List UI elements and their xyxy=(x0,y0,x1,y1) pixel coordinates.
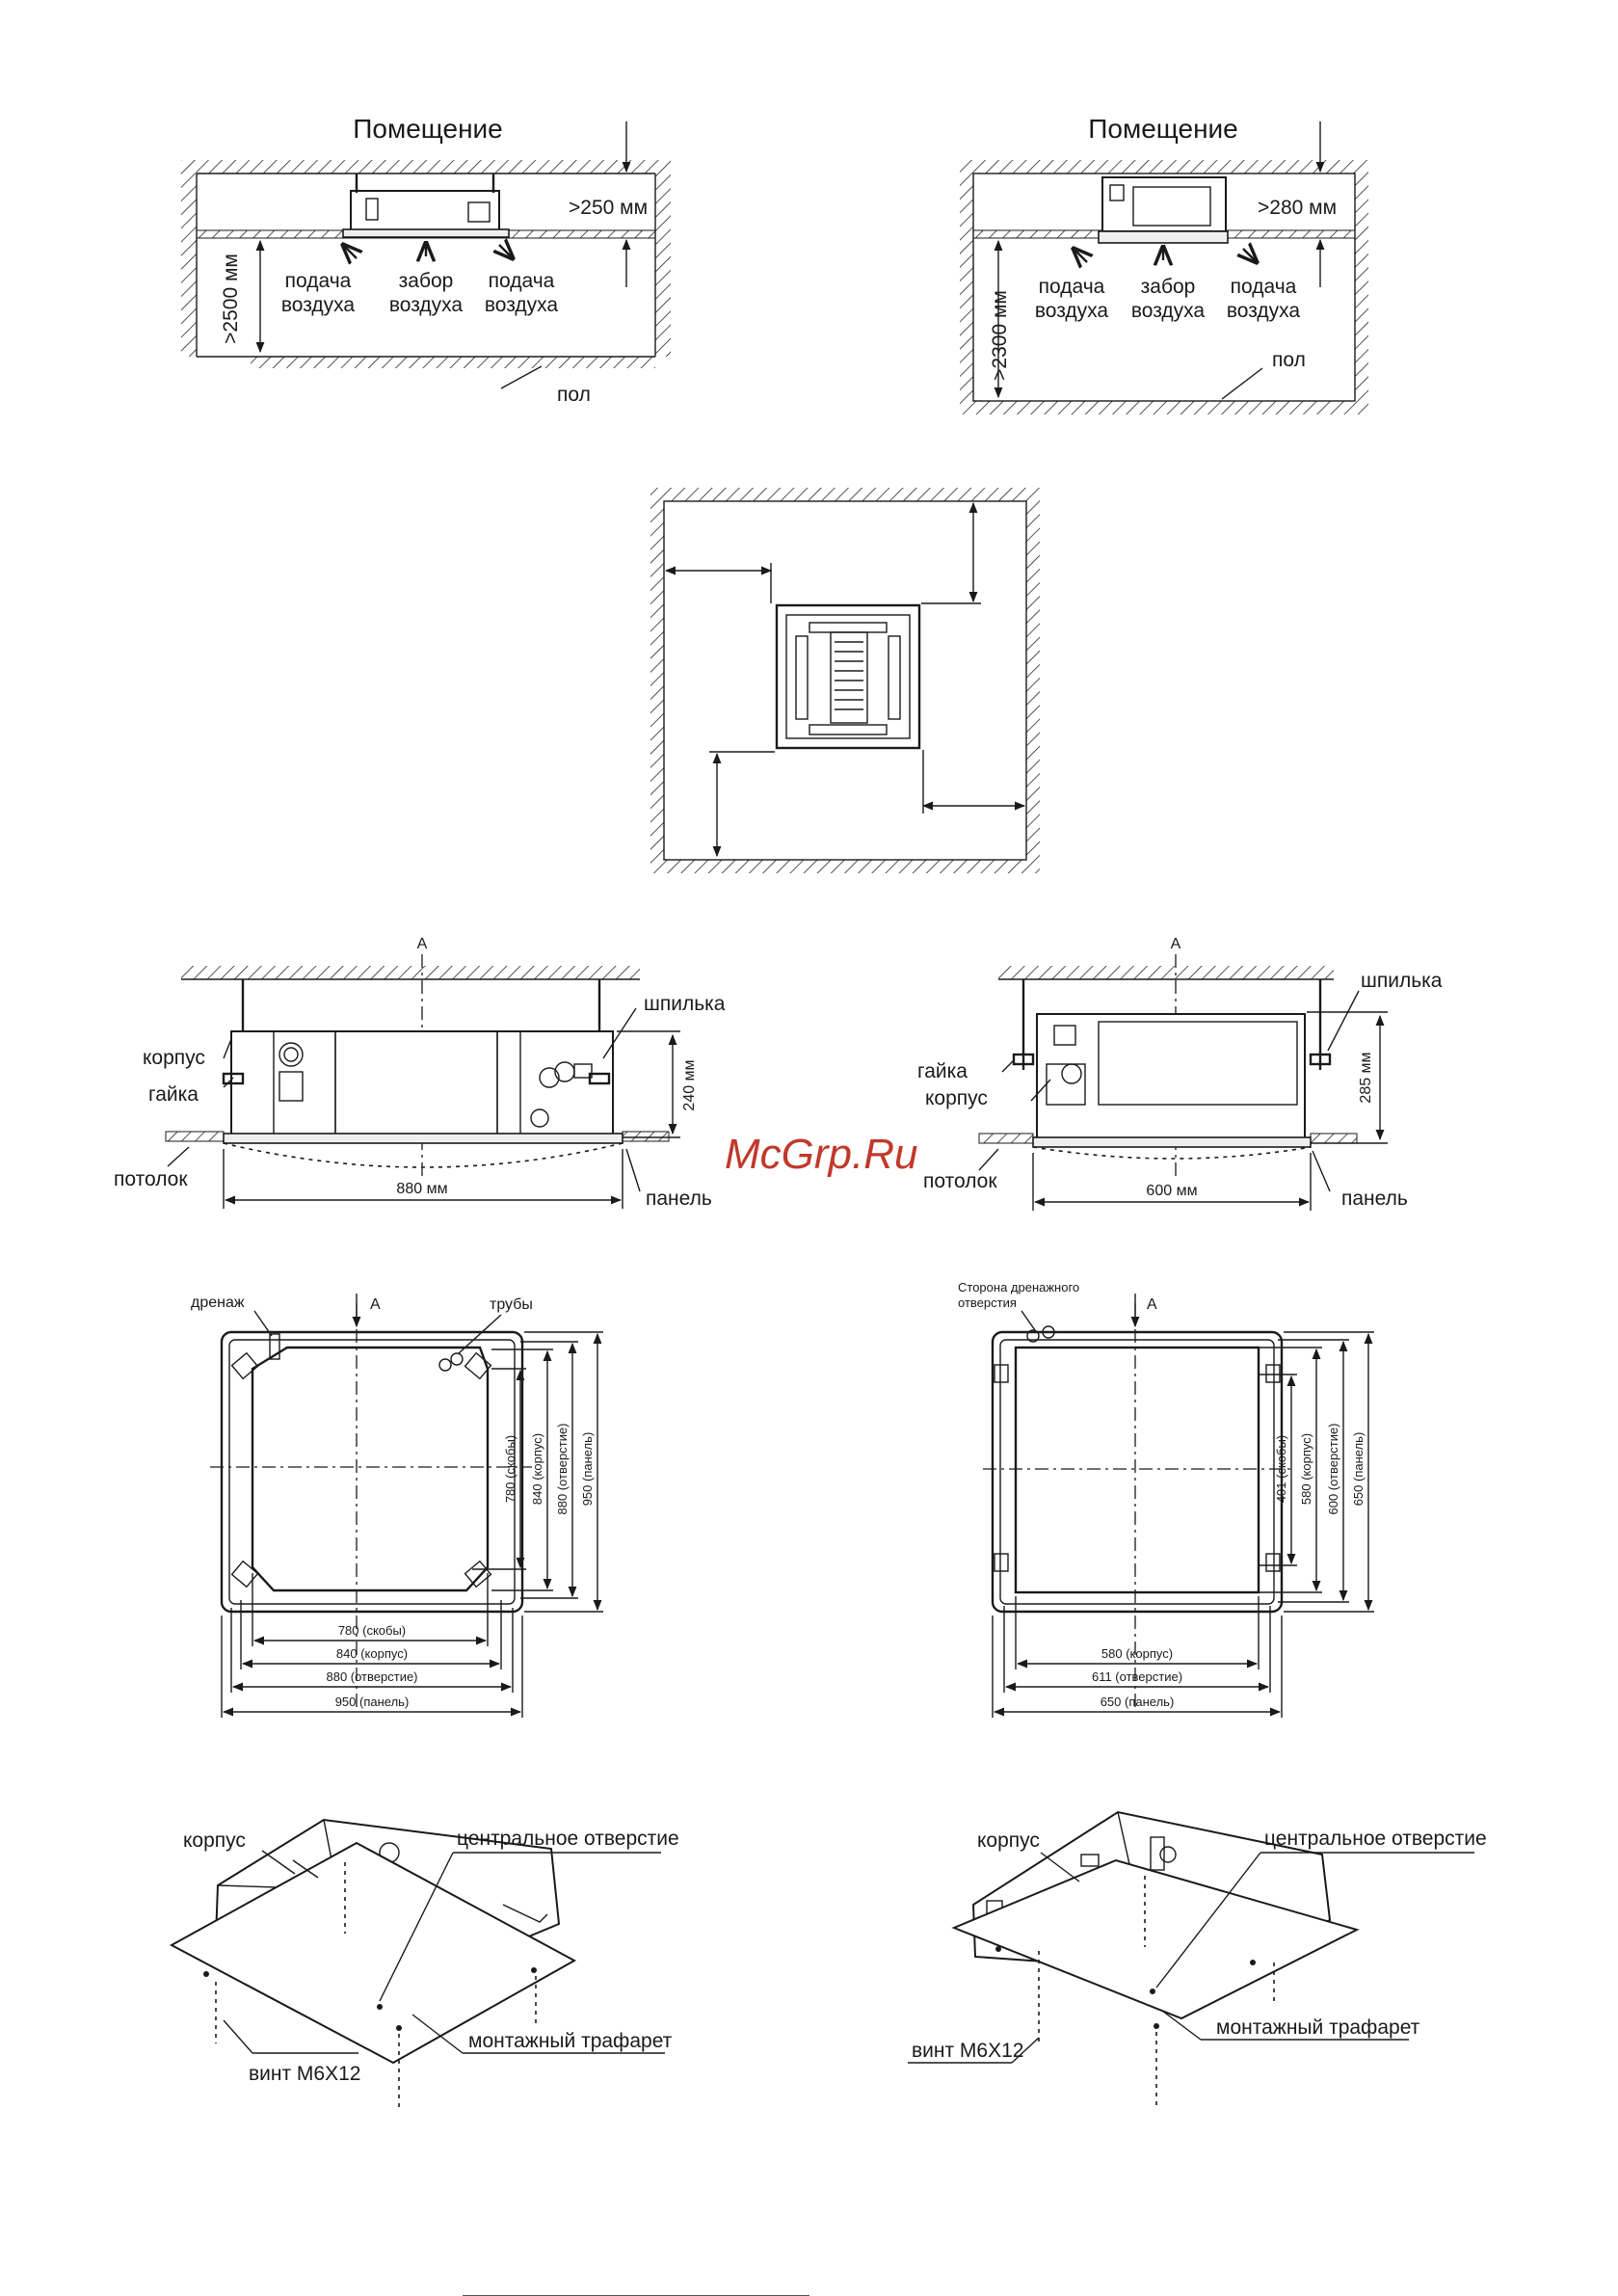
template-iso xyxy=(169,1841,577,2065)
housing-label: корпус xyxy=(925,1087,988,1109)
dim-v-0: 401 (скобы) xyxy=(1274,1435,1288,1503)
plan-clearance-view xyxy=(650,488,1040,873)
axis-a-label: A xyxy=(370,1296,381,1313)
template-label: монтажный трафарет xyxy=(1216,2016,1420,2039)
dim-v-2: 600 (отверстие) xyxy=(1326,1423,1340,1514)
housing-label: корпус xyxy=(143,1047,205,1069)
wall-left xyxy=(960,174,973,401)
wall-left xyxy=(181,174,197,357)
unit-body xyxy=(230,1030,614,1136)
dim-v-1: 840 (корпус) xyxy=(530,1433,544,1505)
cassette-plan xyxy=(775,603,921,750)
room-height-label: >2500 мм xyxy=(220,254,242,344)
panel-outline xyxy=(991,1330,1284,1614)
plan-view-left: A дренаж трубы 780 (скобы) 840 (корпус) … xyxy=(191,1294,603,1718)
dim-v-2: 880 (отверстие) xyxy=(555,1423,570,1514)
room-title: Помещение xyxy=(353,114,503,144)
center-hole-label: центральное отверстие xyxy=(1264,1828,1487,1850)
watermark: McGrp.Ru xyxy=(725,1131,917,1178)
axis-a-label: A xyxy=(1171,936,1181,952)
body-outline xyxy=(1014,1346,1260,1594)
drain-label: дренаж xyxy=(191,1295,245,1311)
panel xyxy=(223,1133,623,1144)
room-title: Помещение xyxy=(1088,114,1238,144)
side-view-right: A 285 мм 600 мм гайка корпус шпилька пот… xyxy=(917,936,1443,1211)
template-label: монтажный трафарет xyxy=(468,2030,673,2052)
screw-label: винт М6Х12 xyxy=(249,2063,360,2085)
iso-view-right: корпус центральное отверстие винт М6Х12 … xyxy=(908,1810,1487,2107)
dim-v-3: 650 (панель) xyxy=(1351,1432,1366,1507)
dim-h-3: 950 (панель) xyxy=(335,1695,410,1709)
width-dim: 600 мм xyxy=(1146,1183,1197,1199)
panel-label: панель xyxy=(646,1188,712,1210)
panel-label: панель xyxy=(1341,1188,1408,1210)
dim-h-2: 650 (панель) xyxy=(1101,1695,1175,1709)
side-view-left: A 240 мм 880 мм корпус г xyxy=(114,936,726,1210)
dim-h-1: 611 (отверстие) xyxy=(1092,1669,1182,1684)
dim-h-0: 580 (корпус) xyxy=(1101,1646,1173,1661)
room-height-label: >2300 мм xyxy=(989,290,1011,381)
ceiling-label: потолок xyxy=(923,1170,997,1192)
body-outline xyxy=(251,1346,490,1592)
cassette-unit xyxy=(350,190,500,232)
stud-label: шпилька xyxy=(1361,970,1443,992)
dim-h-0: 780 (скобы) xyxy=(338,1623,406,1638)
screw-label: винт М6Х12 xyxy=(912,2040,1023,2062)
floor-label: пол xyxy=(1272,349,1306,371)
housing-label: корпус xyxy=(183,1829,246,1852)
height-dim: 240 мм xyxy=(681,1059,698,1110)
wall-right xyxy=(1355,174,1368,401)
dim-h-2: 880 (отверстие) xyxy=(326,1669,417,1684)
template-iso xyxy=(951,1858,1360,2020)
nut-label: гайка xyxy=(917,1060,968,1082)
dim-h-1: 840 (корпус) xyxy=(336,1646,408,1661)
height-dim: 285 мм xyxy=(1358,1052,1374,1103)
pipes-label: трубы xyxy=(490,1296,533,1313)
dim-v-0: 780 (скобы) xyxy=(503,1435,517,1503)
floor-slab xyxy=(251,357,655,368)
nut-label: гайка xyxy=(148,1083,199,1106)
unit-body xyxy=(1036,1013,1306,1140)
ceiling-label: потолок xyxy=(114,1168,188,1190)
width-dim: 880 мм xyxy=(396,1181,447,1197)
iso-view-left: корпус центральное отверстие винт М6Х12 … xyxy=(169,1818,679,2107)
clearance-top-label: >280 мм xyxy=(1258,197,1337,219)
floor-label: пол xyxy=(557,384,591,406)
wall-right xyxy=(655,174,671,357)
floor-slab xyxy=(960,401,1368,414)
unit-panel xyxy=(1098,230,1229,244)
axis-a-label: A xyxy=(1147,1296,1157,1313)
housing-label: корпус xyxy=(977,1829,1040,1852)
center-hole-label: центральное отверстие xyxy=(457,1828,679,1850)
ceiling-slab xyxy=(181,160,671,174)
dim-v-3: 950 (панель) xyxy=(580,1432,595,1507)
unit-panel xyxy=(342,228,510,238)
axis-a-label: A xyxy=(417,936,428,952)
clearance-top-label: >250 мм xyxy=(569,197,648,219)
stud-label: шпилька xyxy=(644,993,726,1015)
panel xyxy=(1032,1136,1312,1148)
ceiling-slab xyxy=(960,160,1368,174)
dim-v-1: 580 (корпус) xyxy=(1299,1433,1313,1505)
